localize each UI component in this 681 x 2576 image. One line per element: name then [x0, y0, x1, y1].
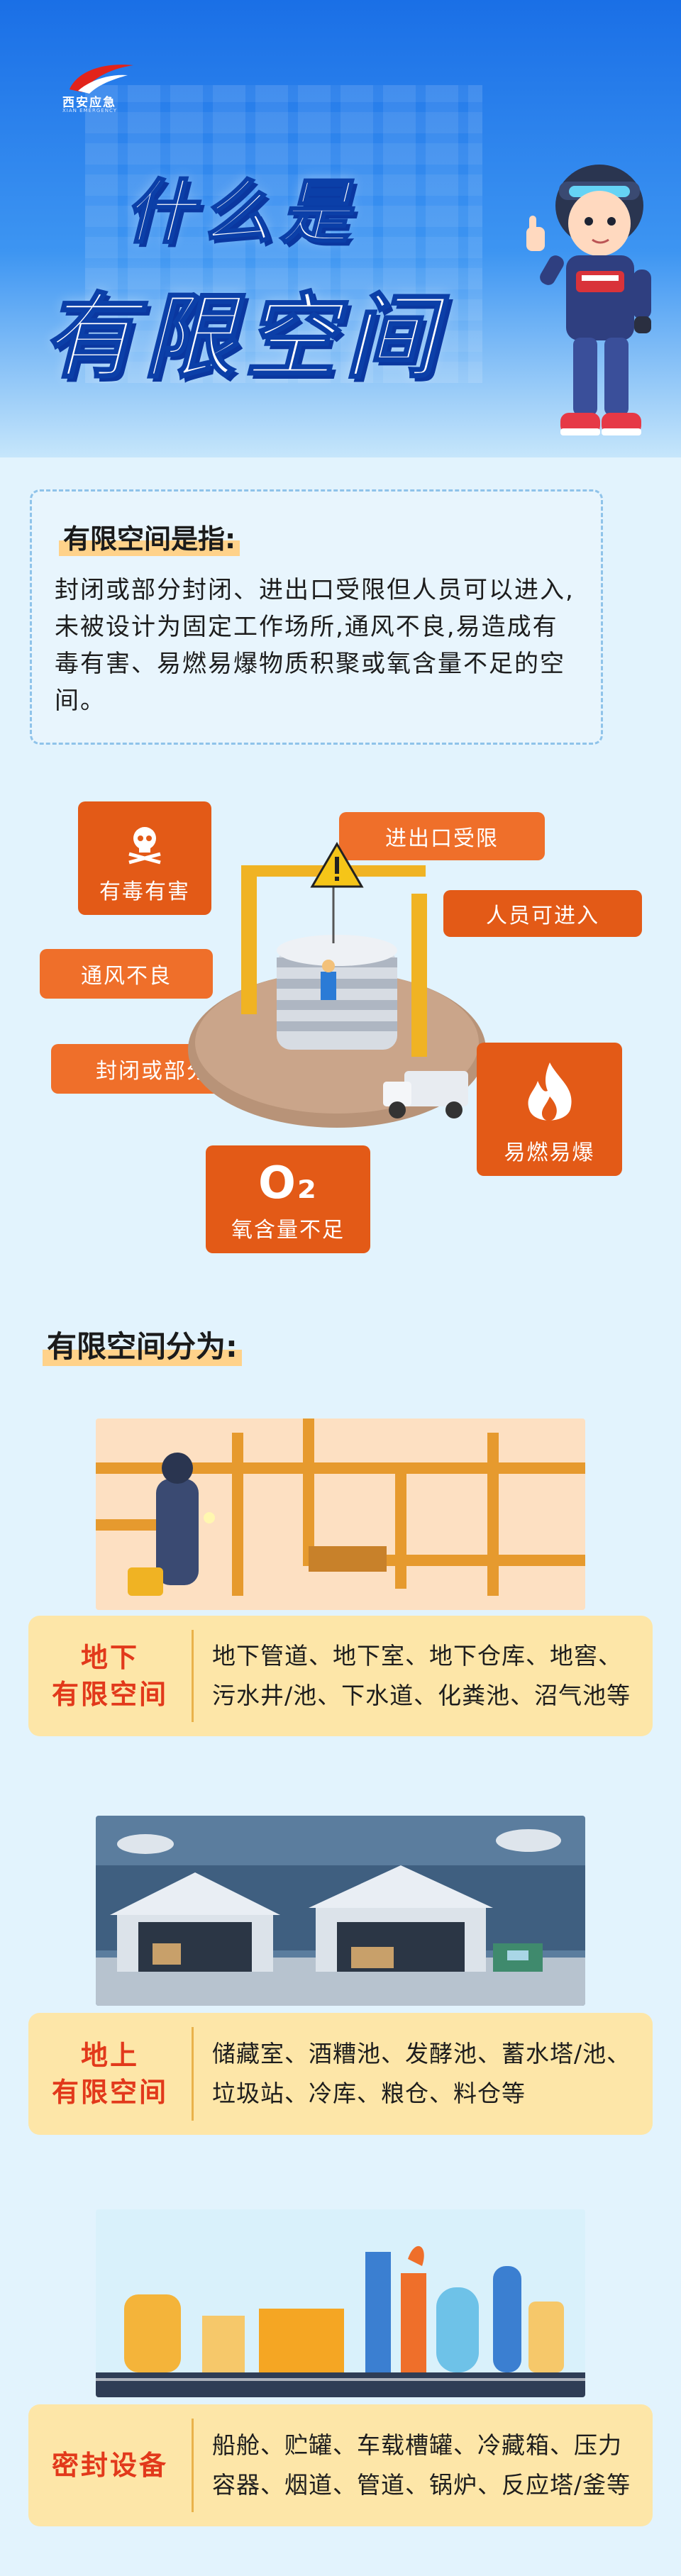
hazard-access: 进出口受限 — [339, 812, 545, 860]
hazard-flammable-label: 易燃易爆 — [504, 1140, 595, 1165]
category-divider — [192, 1630, 194, 1722]
definition-box: 有限空间是指: 封闭或部分封闭、进出口受限但人员可以进入,未被设计为固定工作场所… — [30, 489, 603, 745]
category-aboveground-text: 储藏室、酒糟池、发酵池、蓄水塔/池、垃圾站、冷库、粮仓、料仓等 — [212, 2040, 631, 2107]
category-divider — [192, 2027, 194, 2121]
page-title-line1: 什么是 — [123, 172, 359, 255]
underground-pipes-illustration — [96, 1419, 585, 1610]
warehouse-illustration — [96, 1816, 585, 2006]
hazard-entry: 人员可进入 — [443, 890, 642, 937]
brand-name: 西安应急 — [62, 96, 116, 110]
definition-heading: 有限空间是指: — [59, 517, 240, 556]
hazard-toxic: 有毒有害 — [78, 801, 211, 915]
hazard-flammable: 易燃易爆 — [477, 1043, 622, 1176]
hazard-toxic-label: 有毒有害 — [99, 879, 190, 904]
definition-body: 封闭或部分封闭、进出口受限但人员可以进入,未被设计为固定工作场所,通风不良,易造… — [55, 576, 575, 715]
category-aboveground: 地上 有限空间 储藏室、酒糟池、发酵池、蓄水塔/池、垃圾站、冷库、粮仓、料仓等 — [28, 2013, 653, 2135]
hazard-illustration: 有毒有害 进出口受限 人员可进入 通风不良 封闭或部分封闭 — [0, 787, 681, 1270]
header-grid-decoration — [85, 85, 482, 383]
category-underground-label: 地下 有限空间 — [28, 1639, 192, 1713]
category-underground-text: 地下管道、地下室、地下仓库、地窖、污水井/池、下水道、化粪池、沼气池等 — [212, 1642, 631, 1709]
confined-space-scene — [188, 842, 486, 1128]
worker-mascot-icon — [526, 165, 651, 435]
category-sealed-label-line1: 密封设备 — [51, 2450, 168, 2481]
hazard-oxygen: O₂ 氧含量不足 — [206, 1145, 370, 1253]
header-banner: 西安应急 XIAN EMERGENCY 什么是 有限空间 — [0, 0, 681, 457]
fire-icon — [528, 1062, 572, 1121]
skull-crossbones-icon — [128, 827, 161, 865]
category-aboveground-label-line2: 有限空间 — [51, 2077, 168, 2108]
category-sealed-label: 密封设备 — [28, 2447, 192, 2484]
sealed-equipment-illustration — [96, 2209, 585, 2397]
category-aboveground-label: 地上 有限空间 — [28, 2037, 192, 2111]
category-divider — [192, 2419, 194, 2512]
hazard-ventilation: 通风不良 — [40, 949, 213, 999]
oxygen-symbol: O₂ — [258, 1157, 318, 1209]
categories-title: 有限空间分为: — [43, 1323, 242, 1366]
category-underground: 地下 有限空间 地下管道、地下室、地下仓库、地窖、污水井/池、下水道、化粪池、沼… — [28, 1616, 653, 1736]
category-sealed-equipment: 密封设备 船舱、贮罐、车载槽罐、冷藏箱、压力容器、烟道、管道、锅炉、反应塔/釜等 — [28, 2404, 653, 2526]
brand-subtitle: XIAN EMERGENCY — [62, 108, 117, 113]
hazard-oxygen-label: 氧含量不足 — [231, 1218, 345, 1243]
category-aboveground-label-line1: 地上 — [80, 2040, 139, 2071]
page-title-line2: 有限空间 — [41, 282, 446, 392]
category-underground-label-line1: 地下 — [80, 1642, 139, 1673]
category-sealed-text: 船舱、贮罐、车载槽罐、冷藏箱、压力容器、烟道、管道、锅炉、反应塔/釜等 — [212, 2431, 631, 2499]
brand-logo-icon — [70, 65, 133, 94]
category-underground-label-line2: 有限空间 — [51, 1679, 168, 1710]
